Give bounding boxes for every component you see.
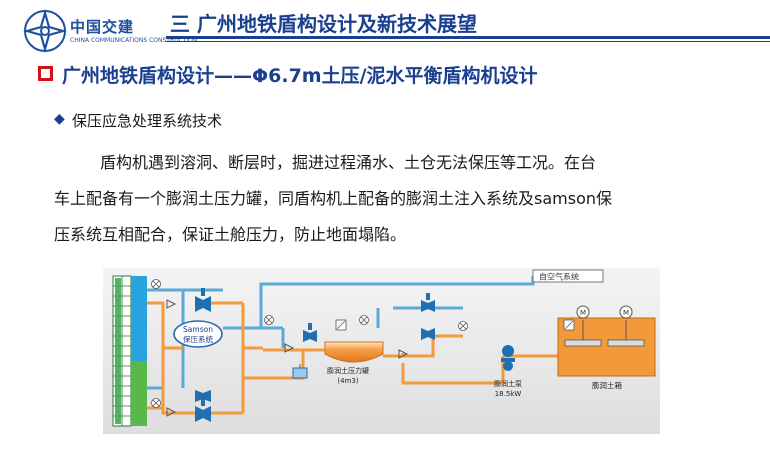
samson-system: Samson 保压系统 [173, 320, 223, 348]
check-valve-icon [398, 349, 409, 359]
valve-icons [195, 288, 435, 422]
svg-text:M: M [580, 309, 586, 317]
valve-icon [303, 323, 317, 342]
motor-icon: M [576, 305, 590, 340]
valve-icon [421, 293, 435, 312]
check-valve-icon [166, 299, 177, 309]
water-chamber-block [131, 276, 147, 361]
valve-icon [195, 398, 211, 422]
header-divider [166, 36, 770, 39]
motor-icon: M [619, 305, 633, 340]
pressure-gauge-icon [151, 279, 161, 289]
tank-volume: (4m3) [337, 377, 358, 385]
air-system-label: 自空气系统 [539, 272, 579, 282]
shield-grid-panel [112, 275, 147, 427]
bullet-heading: 保压应急处理系统技术 [72, 112, 223, 130]
check-valve-icons [166, 299, 409, 417]
section-subtitle: 广州地铁盾构设计——Φ6.7m土压/泥水平衡盾构机设计 [62, 65, 538, 87]
pressure-gauge-icon [359, 315, 369, 325]
bentonite-pressure-system-diagram: 自空气系统 Samson 保压系统 膨润土压力罐 (4m3) 膨润土箱 M M [103, 268, 660, 434]
logo-name-cn: 中国交建 [70, 18, 135, 36]
red-square-bullet-icon [38, 66, 53, 81]
box-label: 膨润土箱 [592, 380, 622, 390]
bentonite-pressure-tank: 膨润土压力罐 (4m3) [324, 341, 384, 385]
paragraph-line-2: 车上配备有一个膨润土压力罐，同盾构机上配备的膨润土注入系统及samson保 [54, 189, 612, 208]
check-valve-icon [284, 343, 295, 353]
samson-label-1: Samson [183, 325, 213, 334]
level-gauge-icon [335, 319, 347, 331]
diamond-bullet-icon: ◆ [54, 111, 65, 127]
check-valve-icon [166, 407, 177, 417]
header-divider-thin [166, 41, 770, 42]
pump-label: 膨润土泵 [494, 379, 522, 388]
bentonite-pump-icon: 膨润土泵 18.5kW [494, 345, 522, 398]
svg-text:M: M [623, 309, 629, 317]
pressure-gauge-icon [151, 398, 161, 408]
valve-icon [195, 288, 211, 312]
pump-power: 18.5kW [495, 390, 522, 398]
valve-icon [195, 390, 211, 402]
page-title: 三 广州地铁盾构设计及新技术展望 [170, 12, 477, 36]
valve-icon [421, 328, 435, 340]
paragraph-line-3: 压系统互相配合，保证土舱压力，防止地面塌陷。 [54, 225, 407, 244]
level-gauge-icon [563, 319, 575, 331]
company-logo: 中国交建 CHINA COMMUNICATIONS CONSTRUCTION [22, 6, 197, 58]
tank-label: 膨润土压力罐 [327, 366, 369, 375]
logo-name-en: CHINA COMMUNICATIONS CONSTRUCTION [70, 37, 198, 44]
paragraph-line-1: 盾构机遇到溶洞、断层时，掘进过程涌水、土仓无法保压等工况。在台 [100, 153, 597, 172]
samson-label-2: 保压系统 [183, 334, 213, 344]
ccc-emblem-icon [22, 8, 68, 54]
soil-chamber-block [131, 361, 147, 426]
air-system-box: 自空气系统 [532, 269, 604, 283]
pressure-gauge-icons [151, 279, 468, 408]
pressure-gauge-icon [458, 321, 468, 331]
flow-meter-icon [292, 364, 308, 379]
pressure-gauge-icon [264, 315, 274, 325]
